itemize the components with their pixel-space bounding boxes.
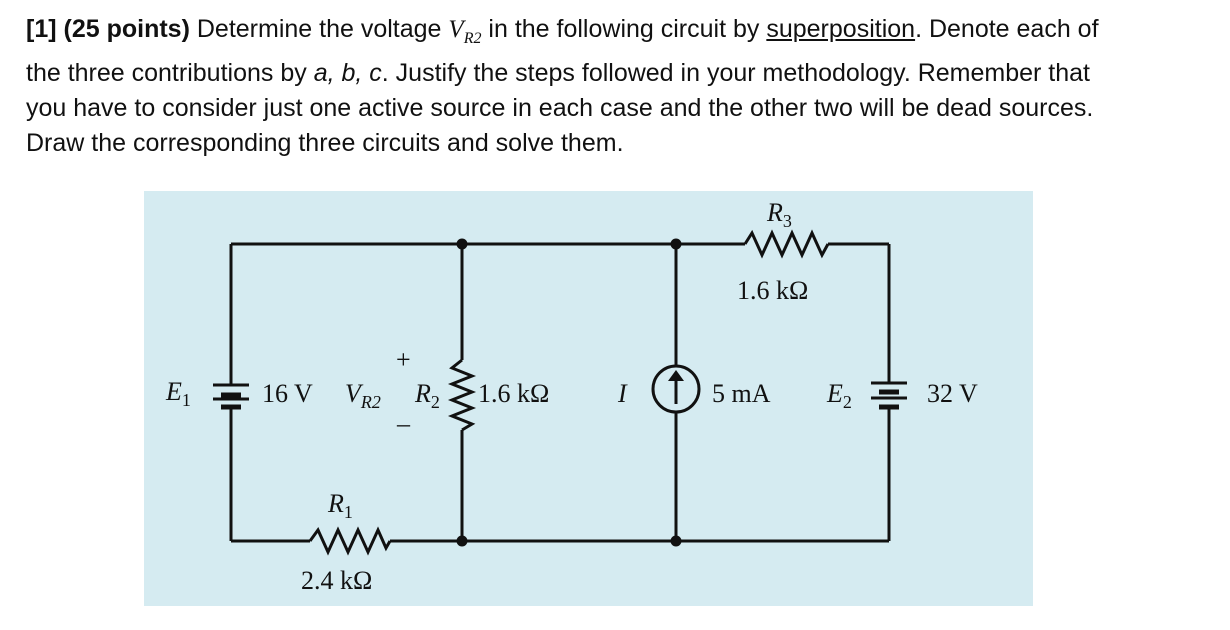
contribution-letters: a, b, c: [313, 59, 382, 87]
r1-value: 2.4 kΩ: [301, 566, 372, 595]
voltage-variable: VR2: [448, 16, 482, 47]
junction-dots: [456, 238, 682, 547]
current-source: [651, 364, 701, 414]
r2-label: R2: [414, 379, 440, 412]
problem-statement: [1] (25 points) Determine the voltage VR…: [26, 12, 1216, 161]
problem-line-3: you have to consider just one active sou…: [26, 94, 1094, 122]
e1-battery: [213, 383, 249, 410]
problem-text: in the following circuit by: [488, 15, 760, 43]
e2-battery: [871, 381, 907, 410]
problem-text: . Denote each of: [915, 15, 1099, 43]
r1-label: R1: [327, 489, 353, 522]
vr2-minus: –: [396, 409, 411, 438]
r2-value: 1.6 kΩ: [478, 379, 549, 408]
r2-resistor: [447, 358, 477, 432]
problem-line-1: [1] (25 points) Determine the voltage VR…: [26, 12, 1216, 56]
e1-value: 16 V: [262, 379, 313, 408]
problem-text: the three contributions by: [26, 59, 307, 87]
vr2-label: VR2: [345, 379, 381, 412]
e1-label: E1: [165, 377, 191, 410]
circuit-wires: [229, 242, 891, 543]
e2-value: 32 V: [927, 379, 978, 408]
problem-line-2: the three contributions by a, b, c. Just…: [26, 56, 1216, 91]
e2-label: E2: [826, 379, 852, 412]
current-value: 5 mA: [712, 379, 771, 408]
problem-text: . Justify the steps followed in your met…: [381, 59, 1090, 87]
r3-label: R3: [766, 198, 792, 231]
current-label: I: [617, 379, 628, 408]
r3-value: 1.6 kΩ: [737, 276, 808, 305]
problem-label: [1] (25 points): [26, 15, 190, 43]
method-keyword: superposition: [766, 15, 916, 43]
r3-resistor: [743, 229, 830, 259]
problem-text: Determine the voltage: [196, 15, 442, 43]
vr2-plus: +: [396, 345, 411, 374]
problem-line-4: Draw the corresponding three circuits an…: [26, 129, 624, 157]
r1-resistor: [308, 526, 392, 556]
